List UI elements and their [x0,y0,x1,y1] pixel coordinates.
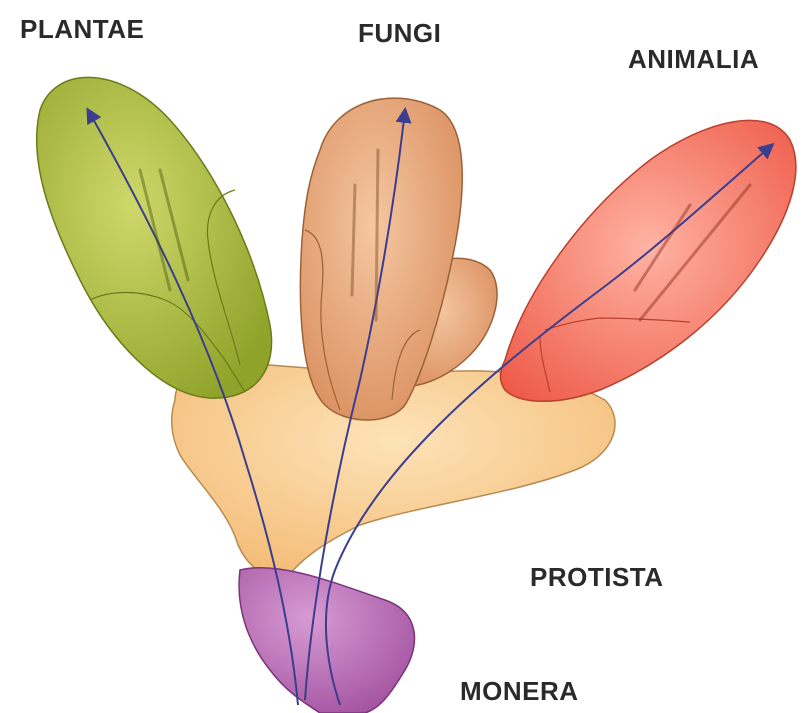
label-animalia: ANIMALIA [628,44,759,75]
label-plantae: PLANTAE [20,14,144,45]
label-protista: PROTISTA [530,562,664,593]
label-fungi: FUNGI [358,18,441,49]
label-monera: MONERA [460,676,579,707]
